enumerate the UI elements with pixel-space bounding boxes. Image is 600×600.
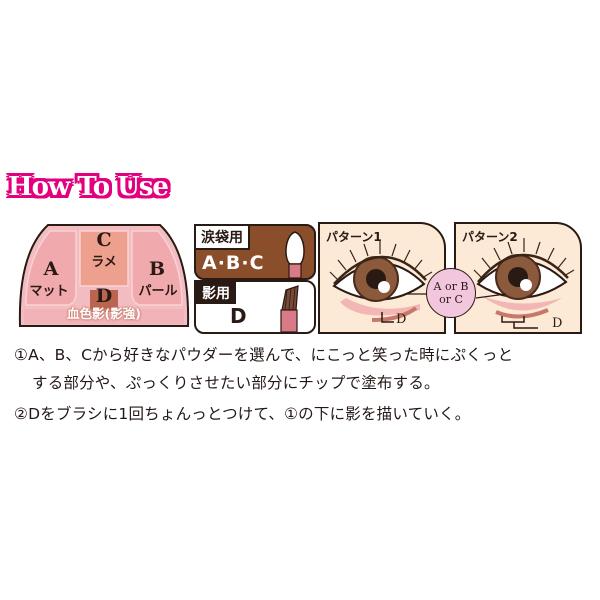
shade-d-name: 血色影(影強) [67,306,141,321]
shadow-tool-panel: 影用 D [194,280,316,334]
pattern-2-panel: パターン2 D [454,222,582,334]
badge-connector-lines [406,293,506,299]
sponge-tip-applicator-icon [285,231,305,278]
shade-d-letter: D [95,285,113,307]
badge-line-1: A or B [433,280,469,293]
eye-illustration-1-icon [329,240,433,323]
eyeshadow-palette: C ラメ A マット B パール D 血色影(影強) [18,223,190,328]
pattern-1-panel: パターン1 D [318,222,446,334]
eye-illustration-2-icon [473,238,575,329]
shade-b-letter: B [148,258,166,280]
pattern-2-d-label: D [552,316,563,331]
pattern-2-title: パターン2 [462,230,518,244]
tear-bag-tag: 涙袋用 [196,226,250,250]
instruction-1-line-1: ①A、B、Cから好きなパウダーを選んで、にこっと笑った時にぷくっと [14,346,514,364]
shade-choice-badge: A or B or C [426,268,476,318]
instruction-2: ②Dをブラシに1回ちょんっとつけて、①の下に影を描いていく。 [14,405,471,423]
shadow-tag: 影用 [196,282,236,304]
how-to-use-title: How To Use [8,172,169,202]
shade-c-name: ラメ [91,255,117,270]
shade-c-letter: C [96,229,112,251]
instruction-1-line-2: する部分や、ぷっくりさせたい部分にチップで塗布する。 [32,374,440,392]
pattern-1-title: パターン1 [326,230,382,244]
palette-shape-icon [18,224,190,327]
shadow-shade: D [230,304,248,328]
shade-b-name: パール [138,284,178,299]
shade-a-name: マット [29,284,69,299]
tear-bag-tool-panel: 涙袋用 A·B·C [194,224,316,280]
badge-line-2: or C [439,293,463,306]
tear-bag-shades: A·B·C [202,252,265,274]
brush-icon [280,285,299,332]
pattern-1-d-label: D [396,312,407,327]
shade-a-letter: A [43,258,59,280]
